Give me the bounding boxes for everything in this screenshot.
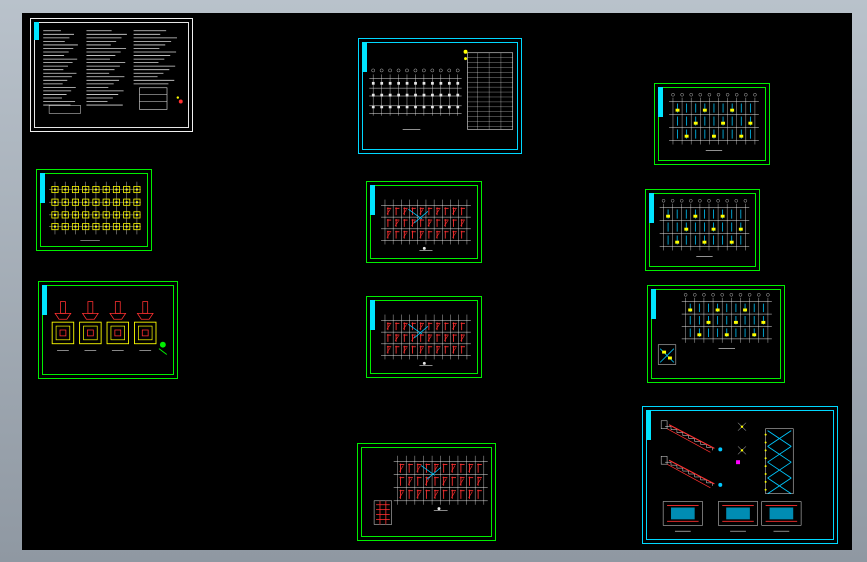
sheet-frame bbox=[658, 87, 766, 161]
cyan-title-strip-icon bbox=[370, 300, 375, 330]
sheet-frame bbox=[42, 285, 174, 375]
sheet-frame bbox=[370, 185, 478, 259]
foundation-plan-drawing bbox=[49, 181, 141, 241]
stair-details-drawing bbox=[660, 420, 802, 532]
sheet-slab-plan-3[interactable] bbox=[647, 285, 785, 383]
sheet-slab-plan-1[interactable] bbox=[654, 83, 770, 165]
cyan-title-strip-icon bbox=[646, 410, 651, 440]
sheet-floor-beam-plan-1[interactable] bbox=[366, 181, 482, 263]
sheet-frame bbox=[34, 22, 189, 128]
floor-beam-plan-2-drawing bbox=[381, 314, 471, 366]
sheet-frame bbox=[361, 447, 492, 537]
cyan-title-strip-icon bbox=[40, 173, 45, 203]
sheet-slab-plan-2[interactable] bbox=[645, 189, 760, 271]
sheet-footing-details[interactable] bbox=[38, 281, 178, 379]
sheet-frame bbox=[649, 193, 756, 267]
column-layout-drawing bbox=[369, 49, 514, 130]
cyan-title-strip-icon bbox=[649, 193, 654, 223]
sheet-frame bbox=[651, 289, 781, 379]
sheet-general-notes[interactable] bbox=[30, 18, 193, 132]
notes-drawing bbox=[43, 30, 183, 114]
cyan-title-strip-icon bbox=[658, 87, 663, 117]
sheet-column-layout-table[interactable] bbox=[358, 38, 522, 154]
cyan-title-strip-icon bbox=[362, 42, 367, 72]
sheet-roof-beam-plan[interactable] bbox=[357, 443, 496, 541]
footing-details-drawing bbox=[51, 301, 168, 355]
cyan-title-strip-icon bbox=[370, 185, 375, 215]
sheet-frame bbox=[40, 173, 148, 247]
slab-plan-2-drawing bbox=[659, 199, 750, 257]
slab-plan-1-drawing bbox=[669, 93, 759, 151]
cyan-title-strip-icon bbox=[651, 289, 656, 319]
floor-beam-plan-1-drawing bbox=[381, 199, 471, 251]
slab-plan-3-drawing bbox=[657, 293, 772, 365]
sheet-frame bbox=[370, 300, 478, 374]
sheet-frame bbox=[362, 42, 518, 150]
sheet-frame bbox=[646, 410, 834, 540]
cyan-title-strip-icon bbox=[42, 285, 47, 315]
roof-beam-plan-drawing bbox=[373, 455, 488, 525]
sheet-stair-details[interactable] bbox=[642, 406, 838, 544]
drawing-canvas[interactable] bbox=[22, 13, 852, 550]
cyan-title-strip-icon bbox=[34, 22, 39, 40]
sheet-foundation-plan[interactable] bbox=[36, 169, 152, 251]
sheet-floor-beam-plan-2[interactable] bbox=[366, 296, 482, 378]
